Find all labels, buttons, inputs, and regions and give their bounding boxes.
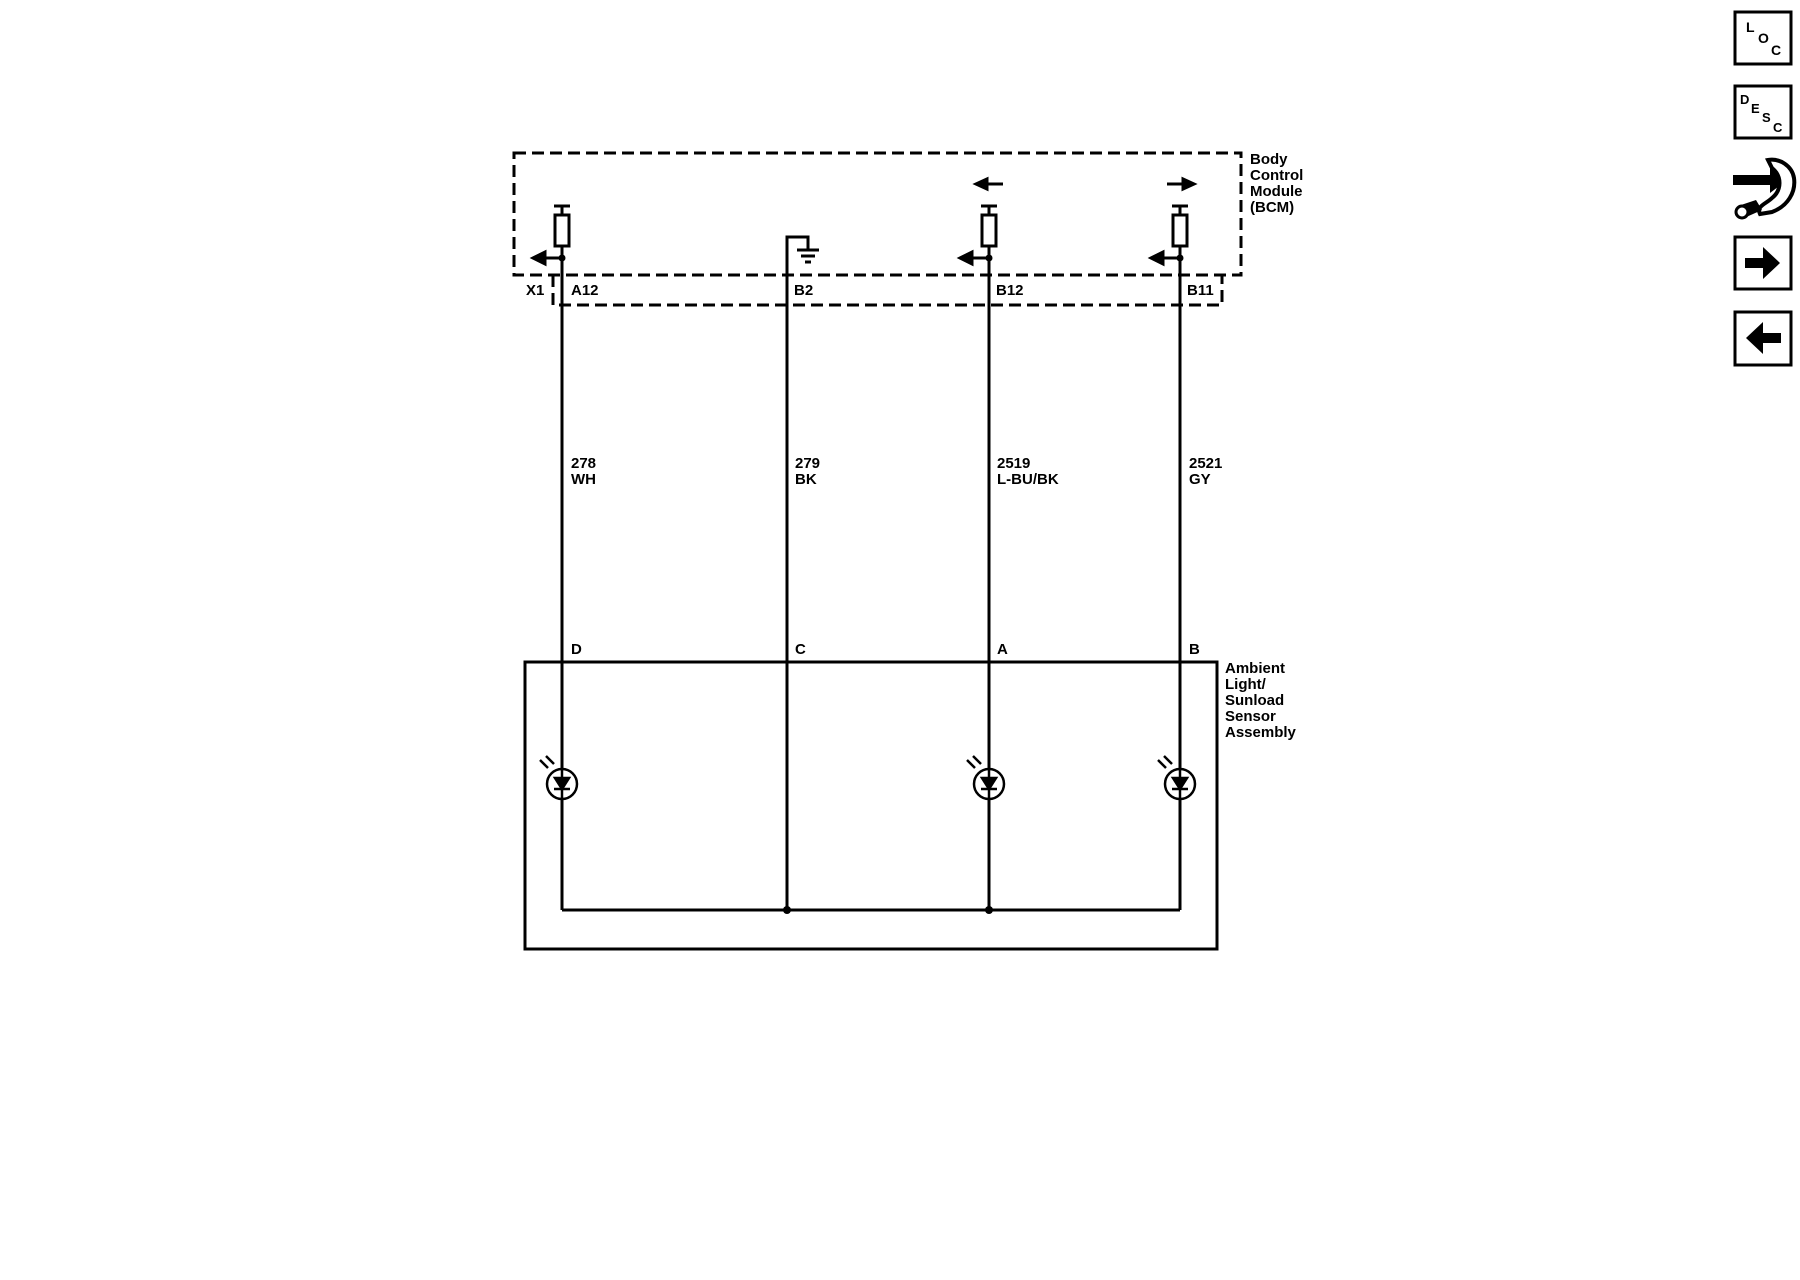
- loc-letter: L: [1746, 19, 1755, 35]
- wire-circuit: 278: [571, 455, 596, 472]
- desc-letter: C: [1773, 120, 1783, 135]
- desc-letter: S: [1762, 110, 1771, 125]
- signal-arrow-icon: [1147, 249, 1180, 267]
- ground-icon: [785, 235, 819, 320]
- wire-label: 278 WH: [571, 455, 600, 488]
- pullup-resistor: [980, 204, 998, 258]
- bcm-pin-label: B11: [1187, 282, 1214, 299]
- photodiode-icon: [1157, 755, 1197, 801]
- sensor-label: Ambient Light/ Sunload Sensor Assembly: [1225, 660, 1297, 741]
- sensor-label-line: Ambient: [1225, 660, 1285, 677]
- wire-circuit: 2521: [1189, 455, 1222, 472]
- junction-dots: [558, 254, 1184, 262]
- bcm-pin-label: A12: [571, 282, 599, 299]
- bcm-label-line: Control: [1250, 167, 1303, 184]
- wire-color: WH: [571, 471, 596, 488]
- sensor-label-line: Sunload: [1225, 692, 1284, 709]
- bcm-label-line: Module: [1250, 183, 1303, 200]
- photodiode-icon: [966, 755, 1006, 801]
- wire-color: BK: [795, 471, 817, 488]
- wire-color: L-BU/BK: [997, 471, 1059, 488]
- loc-letter: C: [1771, 42, 1781, 58]
- wire-label: 2521 GY: [1189, 455, 1227, 488]
- bcm-connector-dashed-border: [551, 275, 1224, 307]
- wire-color: GY: [1189, 471, 1211, 488]
- loc-letter: O: [1758, 30, 1769, 46]
- bcm-dashed-border: [512, 151, 1243, 277]
- left-arrow-icon: [972, 176, 1003, 192]
- bcm-module: [512, 151, 1243, 307]
- photodiode-icon: [539, 755, 579, 801]
- previous-arrow-icon[interactable]: [1733, 310, 1793, 367]
- pullup-resistor: [553, 204, 571, 258]
- sensor-pin-label: B: [1189, 641, 1200, 658]
- desc-letter: E: [1751, 101, 1760, 116]
- next-arrow-icon[interactable]: [1733, 235, 1793, 291]
- bcm-label-line: Body: [1250, 151, 1288, 168]
- wire-label: 279 BK: [795, 455, 824, 488]
- bus-junction-dots: [783, 906, 993, 914]
- bcm-pin-label: B2: [794, 282, 813, 299]
- bcm-label: Body Control Module (BCM): [1250, 151, 1308, 216]
- wires: [560, 258, 1182, 910]
- pullup-resistor: [1171, 204, 1189, 258]
- sensor-label-line: Sensor: [1225, 708, 1276, 725]
- location-button[interactable]: L O C: [1733, 10, 1793, 66]
- wire-circuit: 279: [795, 455, 820, 472]
- bcm-pin-label: B12: [996, 282, 1024, 299]
- sensor-pin-label: D: [571, 641, 582, 658]
- wire-circuit: 2519: [997, 455, 1030, 472]
- signal-arrow-icon: [956, 249, 989, 267]
- sensor-pin-label: C: [795, 641, 806, 658]
- desc-letter: D: [1740, 92, 1749, 107]
- sensor-pin-label: A: [997, 641, 1008, 658]
- wire-label: 2519 L-BU/BK: [997, 455, 1059, 488]
- connector-tool-icon[interactable]: [1733, 157, 1797, 220]
- description-button[interactable]: D E S C: [1733, 84, 1793, 140]
- connector-label: X1: [526, 282, 544, 299]
- sensor-label-line: Light/: [1225, 676, 1267, 693]
- right-arrow-icon: [1167, 176, 1198, 192]
- sensor-assembly-box: [523, 660, 1219, 951]
- bcm-label-line: (BCM): [1250, 199, 1294, 216]
- signal-arrow-icon: [529, 249, 562, 267]
- sensor-label-line: Assembly: [1225, 724, 1297, 741]
